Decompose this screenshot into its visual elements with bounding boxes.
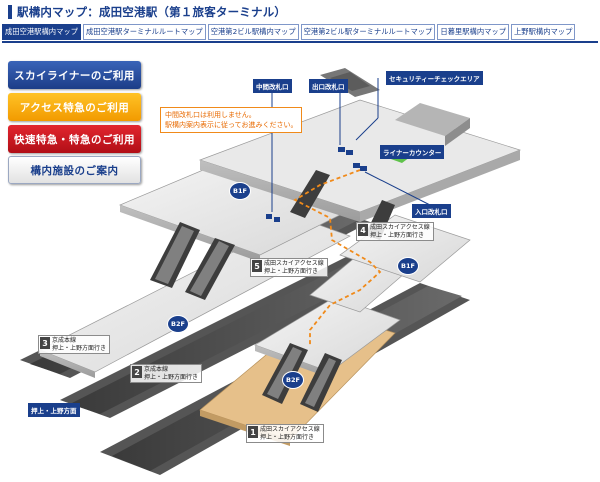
platform-1-label: 1 成田スカイアクセス線押上・上野方面行き — [246, 424, 324, 443]
tab-narita-station-map[interactable]: 成田空港駅構内マップ — [2, 24, 81, 40]
escalators — [150, 170, 395, 412]
upper-concourse — [198, 68, 522, 222]
page-header: 駅構内マップ：成田空港駅（第１旅客ターミナル） — [8, 4, 286, 20]
floor-badge-b1f: B1F — [230, 183, 250, 199]
floor-badge-b2f: B2F — [168, 316, 188, 332]
platform-direction: 押上・上野方面行き — [370, 231, 425, 239]
platform-direction: 押上・上野方面行き — [260, 433, 315, 441]
platform-number: 2 — [132, 366, 142, 378]
exit-gate-label: 出口改札口 — [309, 79, 348, 93]
tab-ueno-station-map[interactable]: 上野駅構内マップ — [511, 24, 576, 40]
notice-line-2: 駅構内案内表示に従ってお進みください。 — [165, 121, 298, 129]
skyliner-button[interactable]: スカイライナーのご利用 — [8, 61, 141, 89]
map-tabs: 成田空港駅構内マップ 成田空港駅ターミナルルートマップ 空港第2ビル駅構内マップ… — [2, 24, 598, 41]
access-express-button[interactable]: アクセス特急のご利用 — [8, 93, 141, 121]
platform-direction: 押上・上野方面行き — [144, 373, 199, 381]
station-facilities-button[interactable]: 構内施設のご案内 — [8, 156, 141, 184]
platform-line: 成田スカイアクセス線 — [264, 260, 324, 267]
platform-4-label: 4 成田スカイアクセス線押上・上野方面行き — [356, 222, 434, 241]
oshiage-direction-label: 押上・上野方面 — [28, 403, 80, 417]
middle-gate-label: 中間改札口 — [253, 79, 292, 93]
floor-badge-b1f: B1F — [398, 258, 418, 274]
platform-line: 京成本線 — [52, 337, 77, 344]
liner-counter-label: ライナーカウンター — [380, 145, 445, 159]
notice-box: 中間改札口は利用しません。 駅構内案内表示に従ってお進みください。 — [160, 107, 303, 133]
tab-terminal2-terminal-route-map[interactable]: 空港第2ビル駅ターミナルルートマップ — [300, 24, 436, 40]
platform-direction: 押上・上野方面行き — [52, 344, 107, 352]
platform-number: 3 — [40, 337, 50, 349]
route-path — [293, 169, 382, 345]
entrance-gate-label: 入口改札口 — [412, 204, 451, 218]
platform-line: 京成本線 — [144, 366, 169, 373]
platform-5-label: 5 成田スカイアクセス線押上・上野方面行き — [250, 258, 328, 277]
platform-3-label: 3 京成本線押上・上野方面行き — [38, 335, 111, 354]
tab-nippori-station-map[interactable]: 日暮里駅構内マップ — [437, 24, 510, 40]
notice-line-1: 中間改札口は利用しません。 — [165, 111, 256, 119]
platform-number: 5 — [252, 260, 262, 272]
security-area-label: セキュリティーチェックエリア — [386, 71, 483, 85]
platform-number: 1 — [248, 426, 258, 438]
platform-2-label: 2 京成本線押上・上野方面行き — [130, 364, 203, 383]
platform-direction: 押上・上野方面行き — [264, 267, 319, 275]
floor-badge-b2f: B2F — [283, 372, 303, 388]
platform-line: 成田スカイアクセス線 — [370, 224, 430, 231]
title-accent-bar — [8, 5, 12, 19]
tab-narita-terminal-route-map[interactable]: 成田空港駅ターミナルルートマップ — [82, 24, 206, 40]
platform-line: 成田スカイアクセス線 — [260, 426, 320, 433]
rapid-limited-express-button[interactable]: 快速特急・特急のご利用 — [8, 125, 141, 153]
page-title: 駅構内マップ：成田空港駅（第１旅客ターミナル） — [17, 5, 287, 19]
tab-underline — [2, 41, 598, 43]
platform-number: 4 — [358, 224, 368, 236]
tab-terminal2-station-map[interactable]: 空港第2ビル駅構内マップ — [207, 24, 299, 40]
